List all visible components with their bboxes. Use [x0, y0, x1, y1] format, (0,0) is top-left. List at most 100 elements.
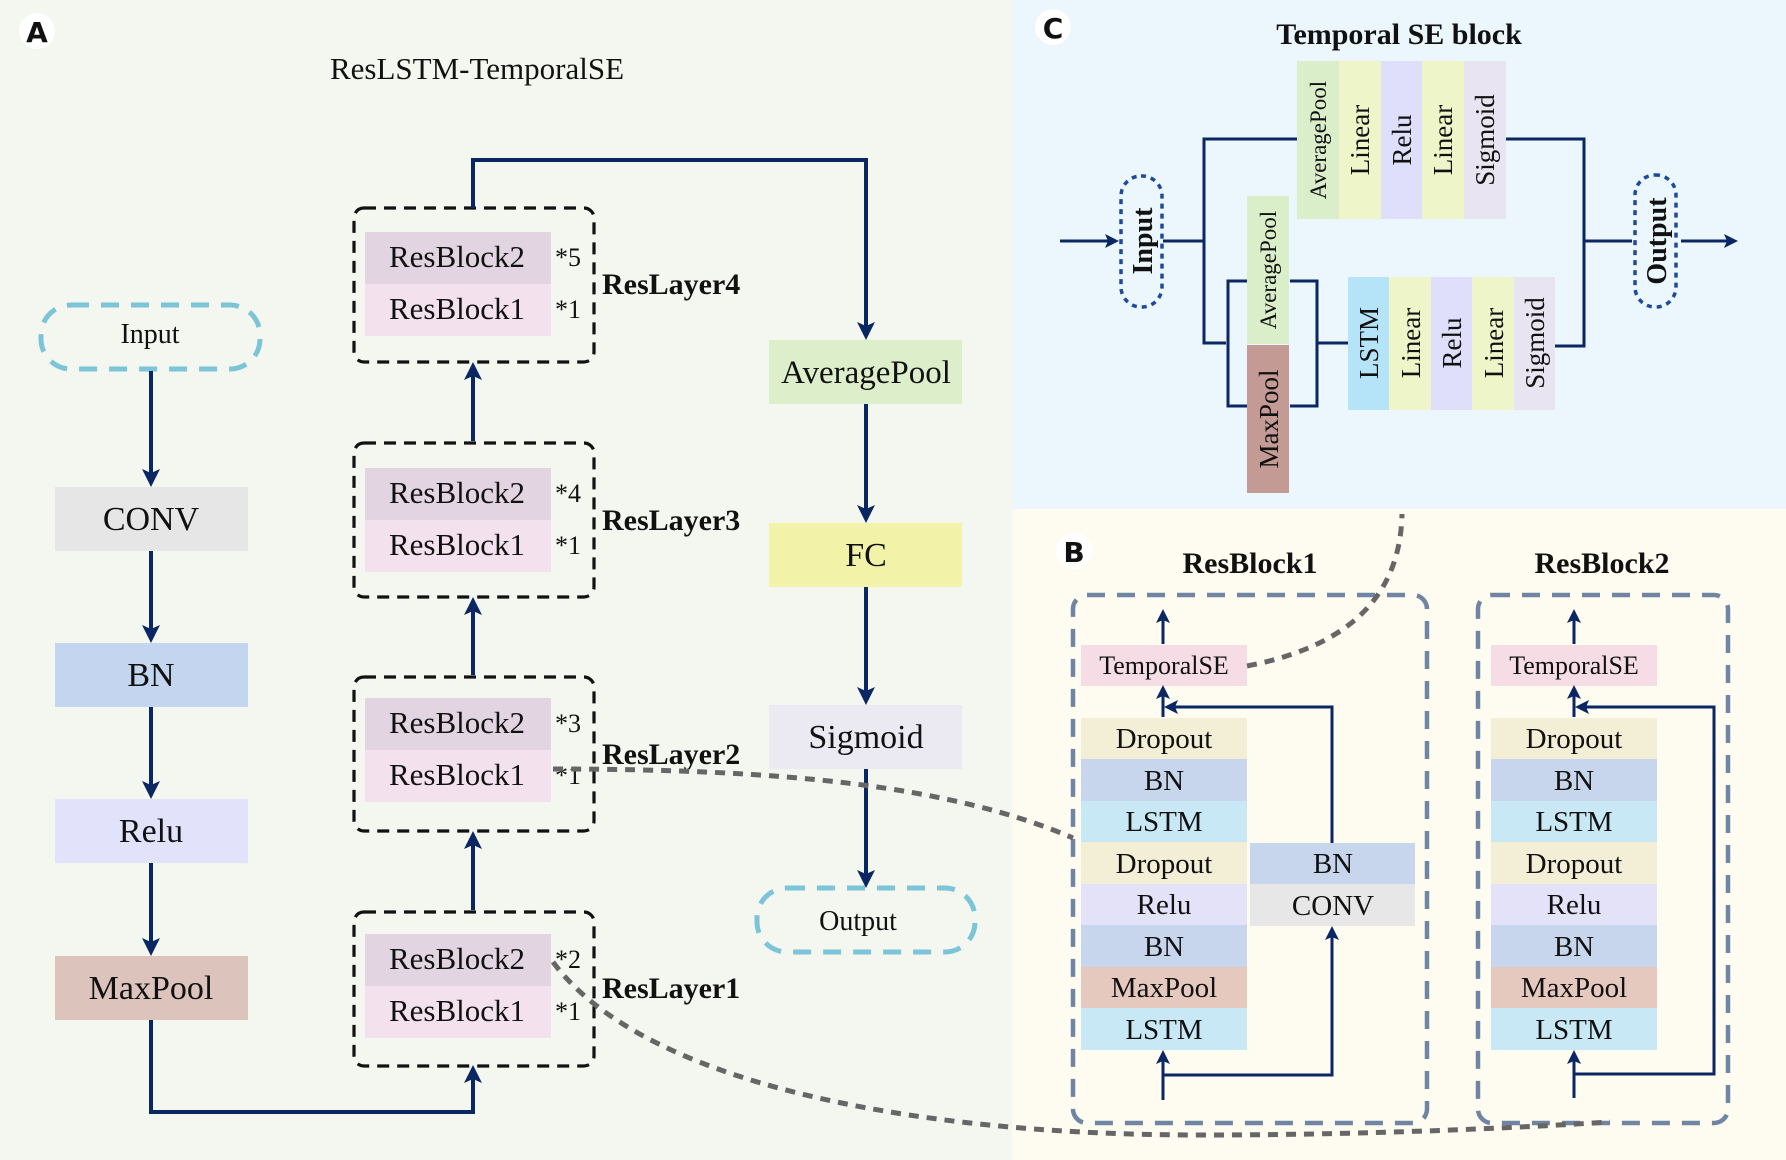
arrow-maxpool-reslayer1 — [149, 1020, 482, 1114]
se-upper-sigmoid-box — [1464, 61, 1506, 219]
head-sigmoid-label: Sigmoid — [808, 719, 923, 756]
reslayer3-resblock1-count: *1 — [555, 531, 581, 560]
reslayer3-resblock1-label: ResBlock1 — [389, 527, 525, 562]
reslayer2-resblock2-count: *3 — [555, 709, 581, 738]
resblock1-stack-lstm1-label: LSTM — [1125, 806, 1202, 838]
resblock1-detail: ResBlock1 TemporalSE Dropout BN LSTM Dro… — [1070, 547, 1430, 1126]
se-upper-linear2-box — [1422, 61, 1464, 219]
se-lower-lstm-label: LSTM — [1354, 307, 1384, 379]
reslayer2-resblock2-label: ResBlock2 — [389, 705, 525, 740]
reslayer4-resblock1-label: ResBlock1 — [389, 291, 525, 326]
se-pool-maxpool-label: MaxPool — [1254, 369, 1284, 468]
resblock1-stack-bn2-label: BN — [1144, 931, 1184, 963]
reslayer2-resblock1-count: *1 — [555, 761, 581, 790]
reslayer4-resblock2-label: ResBlock2 — [389, 239, 525, 274]
se-upper-branch: AveragePool Linear Relu Linear Sigmoid — [1297, 61, 1506, 219]
reslayer3: ResBlock2 *4 ResBlock1 *1 ResLayer3 — [352, 441, 740, 599]
resblock1-stack-bn2 — [1081, 925, 1247, 967]
se-lower-linear2-box — [1472, 277, 1514, 410]
stem-maxpool-box — [55, 956, 248, 1020]
panel-b-badge: B — [1063, 536, 1084, 569]
se-pool-loop — [1226, 279, 1249, 408]
panel-b-badge-circle — [1056, 533, 1092, 569]
panel-b: B ResBlock1 TemporalSE Dropout BN LSTM D… — [1056, 533, 1731, 1126]
reslayer1-resblock1-label: ResBlock1 — [389, 993, 525, 1028]
se-upper-relu-box — [1381, 61, 1422, 219]
se-upper-linear2-label: Linear — [1428, 105, 1458, 175]
reslayer4-label: ResLayer4 — [602, 268, 740, 301]
se-lower-sigmoid-box — [1514, 277, 1555, 410]
resblock1-stack-maxpool-label: MaxPool — [1111, 972, 1217, 1004]
stem-maxpool-label: MaxPool — [89, 970, 214, 1007]
reslayer1-resblock1-box — [365, 986, 551, 1038]
reslayer2-frame — [352, 675, 596, 833]
panel-a: A ResLSTM-TemporalSE Input CONV BN Relu … — [19, 13, 978, 1114]
se-lower-lstm-box — [1348, 277, 1389, 410]
se-lower-linear2-label: Linear — [1479, 308, 1509, 378]
resblock2-skip — [1574, 700, 1716, 1076]
resblock2-stack-bn1-label: BN — [1554, 765, 1594, 797]
reslayer3-resblock2-box — [365, 468, 551, 520]
head-fc-label: FC — [845, 537, 887, 574]
se-lower-branch: LSTM Linear Relu Linear Sigmoid — [1348, 277, 1555, 410]
reslayer2: ResBlock2 *3 ResBlock1 *1 ResLayer2 — [352, 675, 740, 833]
se-lower-relu-box — [1431, 277, 1472, 410]
resblock2-title: ResBlock2 — [1535, 547, 1670, 580]
resblock1-title: ResBlock1 — [1183, 547, 1318, 580]
resblock1-temporalse-label: TemporalSE — [1099, 651, 1229, 680]
panel-c-title: Temporal SE block — [1276, 18, 1522, 51]
resblock2-frame — [1475, 592, 1731, 1126]
resblock2-stack-lstm2 — [1491, 1008, 1657, 1050]
resblock1-stack-relu — [1081, 884, 1247, 925]
resblock2-stack-maxpool — [1491, 967, 1657, 1008]
resblock2-temporalse-label: TemporalSE — [1509, 651, 1639, 680]
stem-conv-box — [55, 487, 248, 551]
input-terminal — [38, 302, 263, 372]
se-output-terminal — [1633, 173, 1678, 309]
se-upper-path — [1202, 137, 1297, 345]
resblock2-stack-dropout1 — [1491, 718, 1657, 759]
resblock2-stack: Dropout BN LSTM Dropout Relu BN MaxPool … — [1491, 718, 1657, 1050]
resblock2-stack-relu — [1491, 884, 1657, 925]
se-input-terminal — [1119, 174, 1164, 309]
resblock2-stack-lstm1-label: LSTM — [1535, 806, 1612, 838]
panel-c-badge: C — [1043, 12, 1064, 45]
panel-a-badge: A — [26, 16, 48, 49]
resblock1-stack: Dropout BN LSTM Dropout Relu BN MaxPool … — [1081, 718, 1247, 1050]
se-upper-relu-label: Relu — [1387, 114, 1417, 165]
reslayer1-resblock2-box — [365, 934, 551, 986]
reslayer3-frame — [352, 441, 596, 599]
reslayer2-label: ResLayer2 — [602, 738, 740, 771]
reslayer3-label: ResLayer3 — [602, 504, 740, 537]
reslayer3-resblock1-box — [365, 520, 551, 572]
callout-resblock1-to-panel-b — [552, 766, 1074, 841]
resblock1-stack-dropout1 — [1081, 718, 1247, 759]
se-output-label: Output — [1642, 197, 1673, 285]
se-upper-linear1-box — [1339, 61, 1381, 219]
resblock1-stack-relu-label: Relu — [1137, 889, 1192, 921]
resblock2-stack-dropout2-label: Dropout — [1526, 848, 1623, 880]
stem-relu-box — [55, 799, 248, 863]
resblock2-stack-maxpool-label: MaxPool — [1521, 972, 1627, 1004]
resblock1-shortcut-bn-label: BN — [1313, 848, 1353, 880]
se-upper-linear1-label: Linear — [1345, 105, 1375, 175]
resblock1-skip-to-add — [1164, 700, 1334, 843]
callout-temporalse-to-panel-c — [1246, 513, 1405, 669]
resblock1-stack-maxpool — [1081, 967, 1247, 1008]
reslayer1: ResBlock2 *2 ResBlock1 *1 ResLayer1 — [352, 910, 740, 1068]
reslayer3-resblock2-count: *4 — [555, 479, 581, 508]
input-terminal-label: Input — [120, 319, 179, 350]
head-fc-box — [769, 523, 962, 587]
resblock2-stack-bn1 — [1491, 759, 1657, 801]
resblock1-shortcut: BN CONV — [1250, 843, 1415, 926]
resblock2-temporalse-box — [1491, 645, 1657, 686]
resblock2-stack-dropout2 — [1491, 842, 1657, 884]
resblock1-stack-lstm1 — [1081, 801, 1247, 842]
resblock2-stack-lstm1 — [1491, 801, 1657, 842]
stem-bn-box — [55, 643, 248, 707]
panel-a-title: ResLSTM-TemporalSE — [330, 51, 624, 86]
se-upper-averagepool-box — [1297, 61, 1339, 219]
output-terminal — [754, 885, 978, 955]
stem-conv-label: CONV — [103, 501, 200, 538]
